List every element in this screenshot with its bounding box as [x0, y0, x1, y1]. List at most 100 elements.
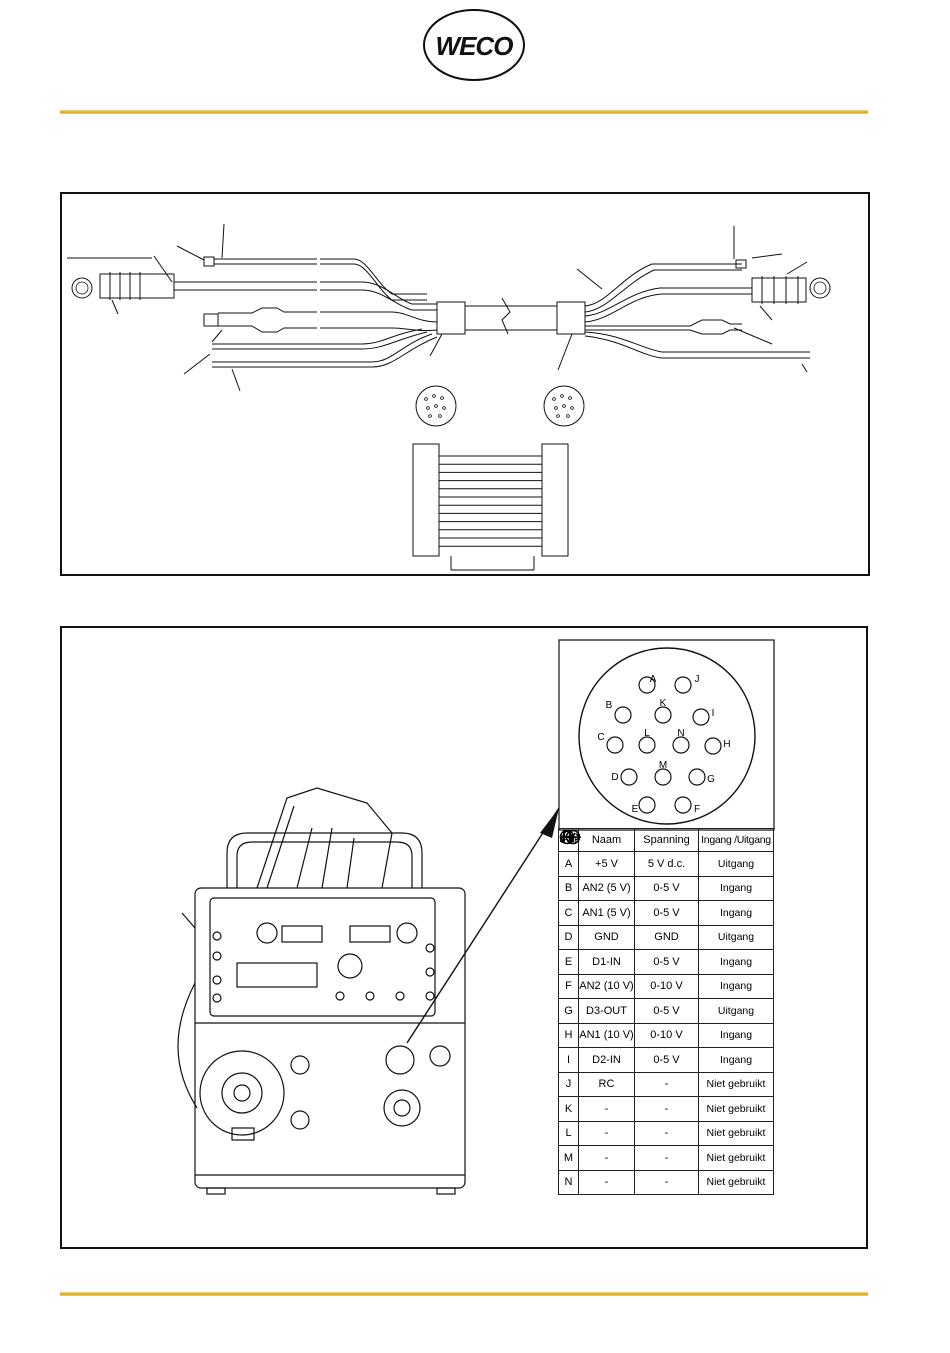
io-text: Ingang	[719, 906, 753, 919]
pin-socket-a	[638, 676, 656, 694]
voltage-text: 0-10 V	[650, 980, 683, 993]
io-cell: Uitgang	[559, 829, 774, 877]
pin-cell: F	[558, 973, 579, 999]
table-row: A+5 V 5 V d.c.Uitgang	[558, 829, 774, 877]
voltage-text: 0-5 V	[653, 1053, 680, 1066]
pin-cell: C	[558, 900, 579, 926]
pin-socket-n	[672, 736, 690, 754]
pin-cell: G	[558, 998, 579, 1024]
pin-socket-b	[614, 706, 632, 724]
pin-cell: B	[558, 875, 579, 901]
voltage-text: -	[664, 1151, 669, 1164]
voltage-cell: 0-5 V	[559, 829, 699, 1073]
pin-label-b: B	[606, 700, 613, 711]
pin-socket-e	[638, 796, 656, 814]
pin-label-l: L	[644, 728, 650, 739]
io-cell: Ingang	[559, 829, 774, 975]
header-voltage: Spanning	[634, 828, 699, 852]
io-text: Ingang	[719, 1029, 753, 1042]
io-cell: Niet gebruikt	[698, 1145, 774, 1171]
logo-text: WECO	[436, 31, 514, 61]
pin-cell: H	[558, 1022, 579, 1048]
pin-socket-h	[704, 737, 722, 755]
voltage-text: 0-5 V	[653, 955, 680, 968]
pin-label-h: H	[723, 739, 730, 750]
voltage-cell: -	[634, 1096, 699, 1122]
io-text: Uitgang	[717, 857, 755, 870]
voltage-text: 0-5 V	[653, 906, 680, 919]
voltage-cell: 0-10 V	[559, 829, 699, 1048]
voltage-text: 0-10 V	[650, 1029, 683, 1042]
io-cell: Ingang	[559, 829, 774, 1048]
name-cell: -	[578, 1120, 635, 1146]
weco-logo: WECO	[421, 8, 527, 82]
pin-socket-c	[606, 736, 624, 754]
name-cell: -	[578, 1145, 635, 1171]
table-row: L- -Niet gebruikt	[558, 1120, 774, 1146]
pin-socket-m	[654, 768, 672, 786]
io-cell: Ingang	[559, 829, 774, 926]
cable-assembly-figure	[60, 192, 870, 576]
pin-label-n: N	[677, 728, 684, 739]
voltage-cell: 5 V d.c.	[634, 851, 699, 877]
voltage-text: -	[664, 1176, 669, 1189]
name-cell: D2-IN	[578, 1047, 635, 1073]
io-text: Ingang	[719, 980, 753, 993]
io-text: Niet gebruikt	[706, 1176, 766, 1189]
pin-label-f: F	[694, 804, 700, 815]
io-text: Niet gebruikt	[706, 1078, 766, 1091]
voltage-text: 0-5 V	[653, 882, 680, 895]
io-cell: Ingang	[559, 829, 774, 1073]
io-text: Uitgang	[717, 931, 755, 944]
io-cell: Niet gebruikt	[698, 1071, 774, 1097]
voltage-text: GND	[654, 931, 679, 944]
pin-label-c: C	[597, 732, 604, 743]
voltage-cell: 0-10 V	[559, 829, 699, 999]
pin-label-k: K	[660, 698, 667, 709]
pin-socket-l	[638, 736, 656, 754]
name-cell: RC	[578, 1071, 635, 1097]
header-io: Ingang /Uitgang	[698, 828, 774, 852]
io-cell: Ingang	[559, 829, 774, 901]
pin-label-i: I	[712, 708, 715, 719]
pin-cell: L	[558, 1120, 579, 1146]
pin-socket-g	[688, 768, 706, 786]
voltage-cell: 0-5 V	[559, 829, 699, 1024]
voltage-text: -	[664, 1078, 669, 1091]
io-cell: Niet gebruikt	[698, 1120, 774, 1146]
io-cell: Niet gebruikt	[698, 1096, 774, 1122]
voltage-cell: -	[634, 1071, 699, 1097]
io-text: Uitgang	[717, 1004, 755, 1017]
name-cell: -	[578, 1096, 635, 1122]
pin-label-d: D	[611, 772, 618, 783]
pin-socket-f	[674, 796, 692, 814]
pin-socket-k	[654, 706, 672, 724]
pin-table-header: Pin Naam Spanning Ingang /Uitgang	[558, 828, 774, 852]
io-cell: Uitgang	[559, 829, 774, 1024]
table-row: N- -Niet gebruikt	[558, 1169, 774, 1195]
pin-label-m: M	[659, 760, 667, 771]
name-cell: AN1 (5 V)	[578, 900, 635, 926]
io-text: Niet gebruikt	[706, 1102, 766, 1115]
bottom-rule	[60, 1292, 868, 1296]
pin-table: Pin Naam Spanning Ingang /Uitgang A+5 V …	[558, 828, 774, 1195]
name-cell: AN1 (10 V)	[578, 1022, 635, 1048]
voltage-text: -	[664, 1127, 669, 1140]
pin-label-e: E	[632, 804, 639, 815]
io-text: Ingang	[719, 1053, 753, 1066]
io-cell: Uitgang	[559, 829, 774, 950]
cable-drawing	[67, 223, 831, 571]
pin-socket-i	[692, 708, 710, 726]
pin-cell: I	[558, 1047, 579, 1073]
voltage-cell: -	[634, 1120, 699, 1146]
voltage-cell: 0-5 V	[559, 829, 699, 926]
